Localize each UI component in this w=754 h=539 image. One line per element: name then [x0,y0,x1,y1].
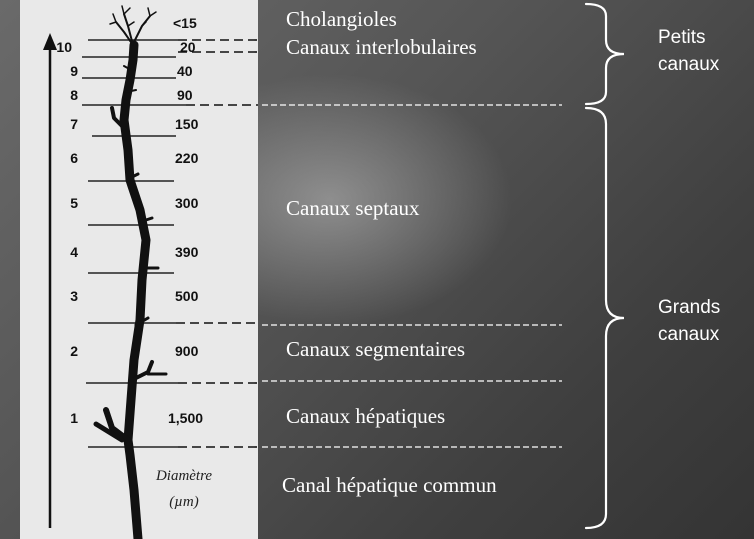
diameter-value: 1,500 [168,410,203,426]
diameter-axis-label: Diamètre [150,468,218,485]
generation-number: 6 [48,150,78,166]
diameter-value: 220 [175,150,198,166]
group-label-line: Grands [658,294,720,321]
diameter-value: 40 [177,63,193,79]
brace-grands-canaux [586,108,624,528]
group-label-line: canaux [658,51,719,78]
diameter-value: <15 [173,15,197,31]
group-label-petits-canaux: Petits canaux [658,24,719,78]
generation-number: 2 [48,343,78,359]
generation-number: 7 [48,116,78,132]
generation-number: 4 [48,244,78,260]
diameter-value: 500 [175,288,198,304]
label-canaux-segmentaires: Canaux segmentaires [286,337,465,362]
diameter-axis-unit: (µm) [150,494,218,511]
diameter-value: 900 [175,343,198,359]
diameter-value: 150 [175,116,198,132]
diameter-value: 20 [180,39,196,55]
diameter-value: 390 [175,244,198,260]
generation-number: 1 [48,410,78,426]
group-separators-white [262,105,562,447]
group-label-grands-canaux: Grands canaux [658,294,720,348]
generation-number: 10 [42,39,72,55]
group-label-line: canaux [658,321,720,348]
label-canaux-hepatiques: Canaux hépatiques [286,404,445,429]
generation-number: 9 [48,63,78,79]
generation-number: 3 [48,288,78,304]
generation-number: 5 [48,195,78,211]
generation-number: 8 [48,87,78,103]
group-label-line: Petits [658,24,719,51]
brace-petits-canaux [586,4,624,104]
diameter-value: 300 [175,195,198,211]
label-canaux-septaux: Canaux septaux [286,196,420,221]
diameter-value: 90 [177,87,193,103]
label-canaux-interlobulaires: Canaux interlobulaires [286,35,477,60]
label-cholangioles: Cholangioles [286,7,397,32]
label-canal-hepatique-commun: Canal hépatique commun [282,473,497,498]
